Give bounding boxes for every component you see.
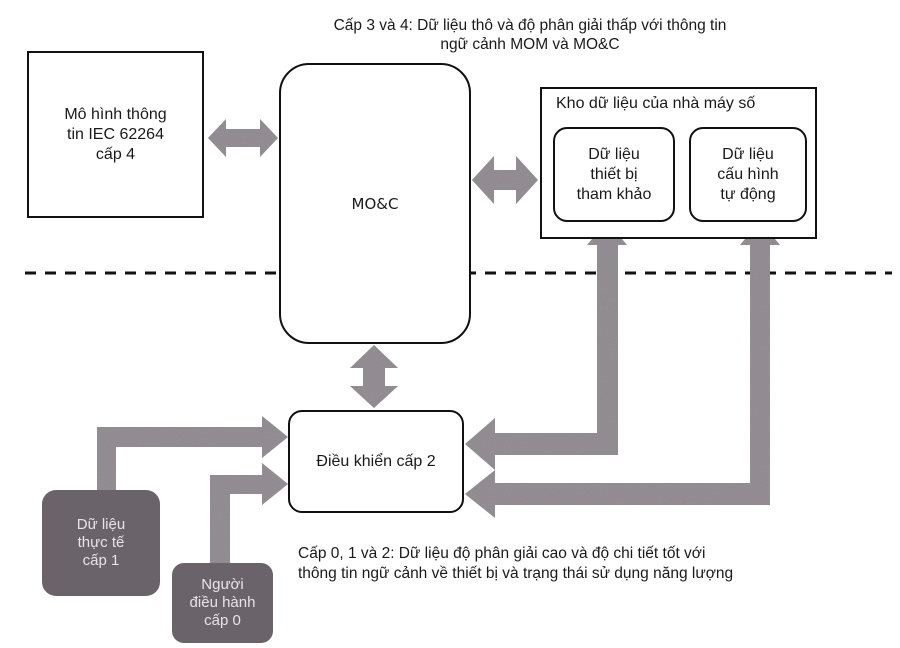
reference-line2: thiết bị xyxy=(590,165,638,183)
digital-factory-data-warehouse: Kho dữ liệu của nhà máy số Dữ liệu thiết… xyxy=(540,87,817,239)
top-caption-line1: Cấp 3 và 4: Dữ liệu thô và độ phân giải … xyxy=(333,17,727,34)
iec-model-line3: cấp 4 xyxy=(95,145,136,163)
arrow-operator-control xyxy=(210,463,288,565)
field-data-line2: thực tế xyxy=(77,534,125,551)
autoconfig-data-box: Dữ liệu cấu hình tự động xyxy=(689,127,807,222)
bottom-caption-line1: Cấp 0, 1 và 2: Dữ liệu độ phân giải cao … xyxy=(298,545,706,562)
operator-line2: điều hành xyxy=(189,594,256,611)
field-data-line1: Dữ liệu xyxy=(76,516,126,533)
bottom-caption: Cấp 0, 1 và 2: Dữ liệu độ phân giải cao … xyxy=(298,544,858,584)
level-1-field-data-box: Dữ liệu thực tế cấp 1 xyxy=(42,490,160,596)
bottom-caption-line2: thông tin ngữ cảnh về thiết bị và trạng … xyxy=(298,565,734,582)
operator-line1: Người xyxy=(201,576,244,593)
double-arrow-moc-warehouse xyxy=(472,156,538,204)
iec-model-line2: tin IEC 62264 xyxy=(67,125,164,143)
double-arrow-moc-control xyxy=(350,345,398,408)
autoconfig-line3: tự động xyxy=(720,185,776,203)
level-2-control-box: Điều khiển cấp 2 xyxy=(288,410,464,513)
warehouse-title: Kho dữ liệu của nhà máy số xyxy=(556,95,756,112)
double-arrow-iec-moc xyxy=(208,119,278,157)
operator-line3: cấp 0 xyxy=(204,612,241,629)
arrow-reference-data-control xyxy=(465,221,627,470)
autoconfig-line2: cấu hình xyxy=(717,165,779,183)
autoconfig-line1: Dữ liệu xyxy=(722,145,774,163)
arrow-field-data-control xyxy=(97,416,288,492)
top-caption: Cấp 3 và 4: Dữ liệu thô và độ phân giải … xyxy=(260,16,800,54)
reference-equipment-data-box: Dữ liệu thiết bị tham khảo xyxy=(553,127,675,222)
moc-label: MO&C xyxy=(351,194,399,213)
level-0-operator-box: Người điều hành cấp 0 xyxy=(172,563,273,643)
reference-line1: Dữ liệu xyxy=(588,145,640,163)
arrow-autoconfig-data-control xyxy=(465,221,780,518)
top-caption-line2: ngữ cảnh MOM và MO&C xyxy=(440,36,620,53)
reference-line3: tham khảo xyxy=(576,185,652,203)
control-label: Điều khiển cấp 2 xyxy=(316,452,436,470)
moc-box: MO&C xyxy=(279,63,471,344)
iec-model-line1: Mô hình thông xyxy=(64,105,167,123)
field-data-line3: cấp 1 xyxy=(82,552,120,569)
iec-62264-model-box: Mô hình thông tin IEC 62264 cấp 4 xyxy=(27,51,204,218)
